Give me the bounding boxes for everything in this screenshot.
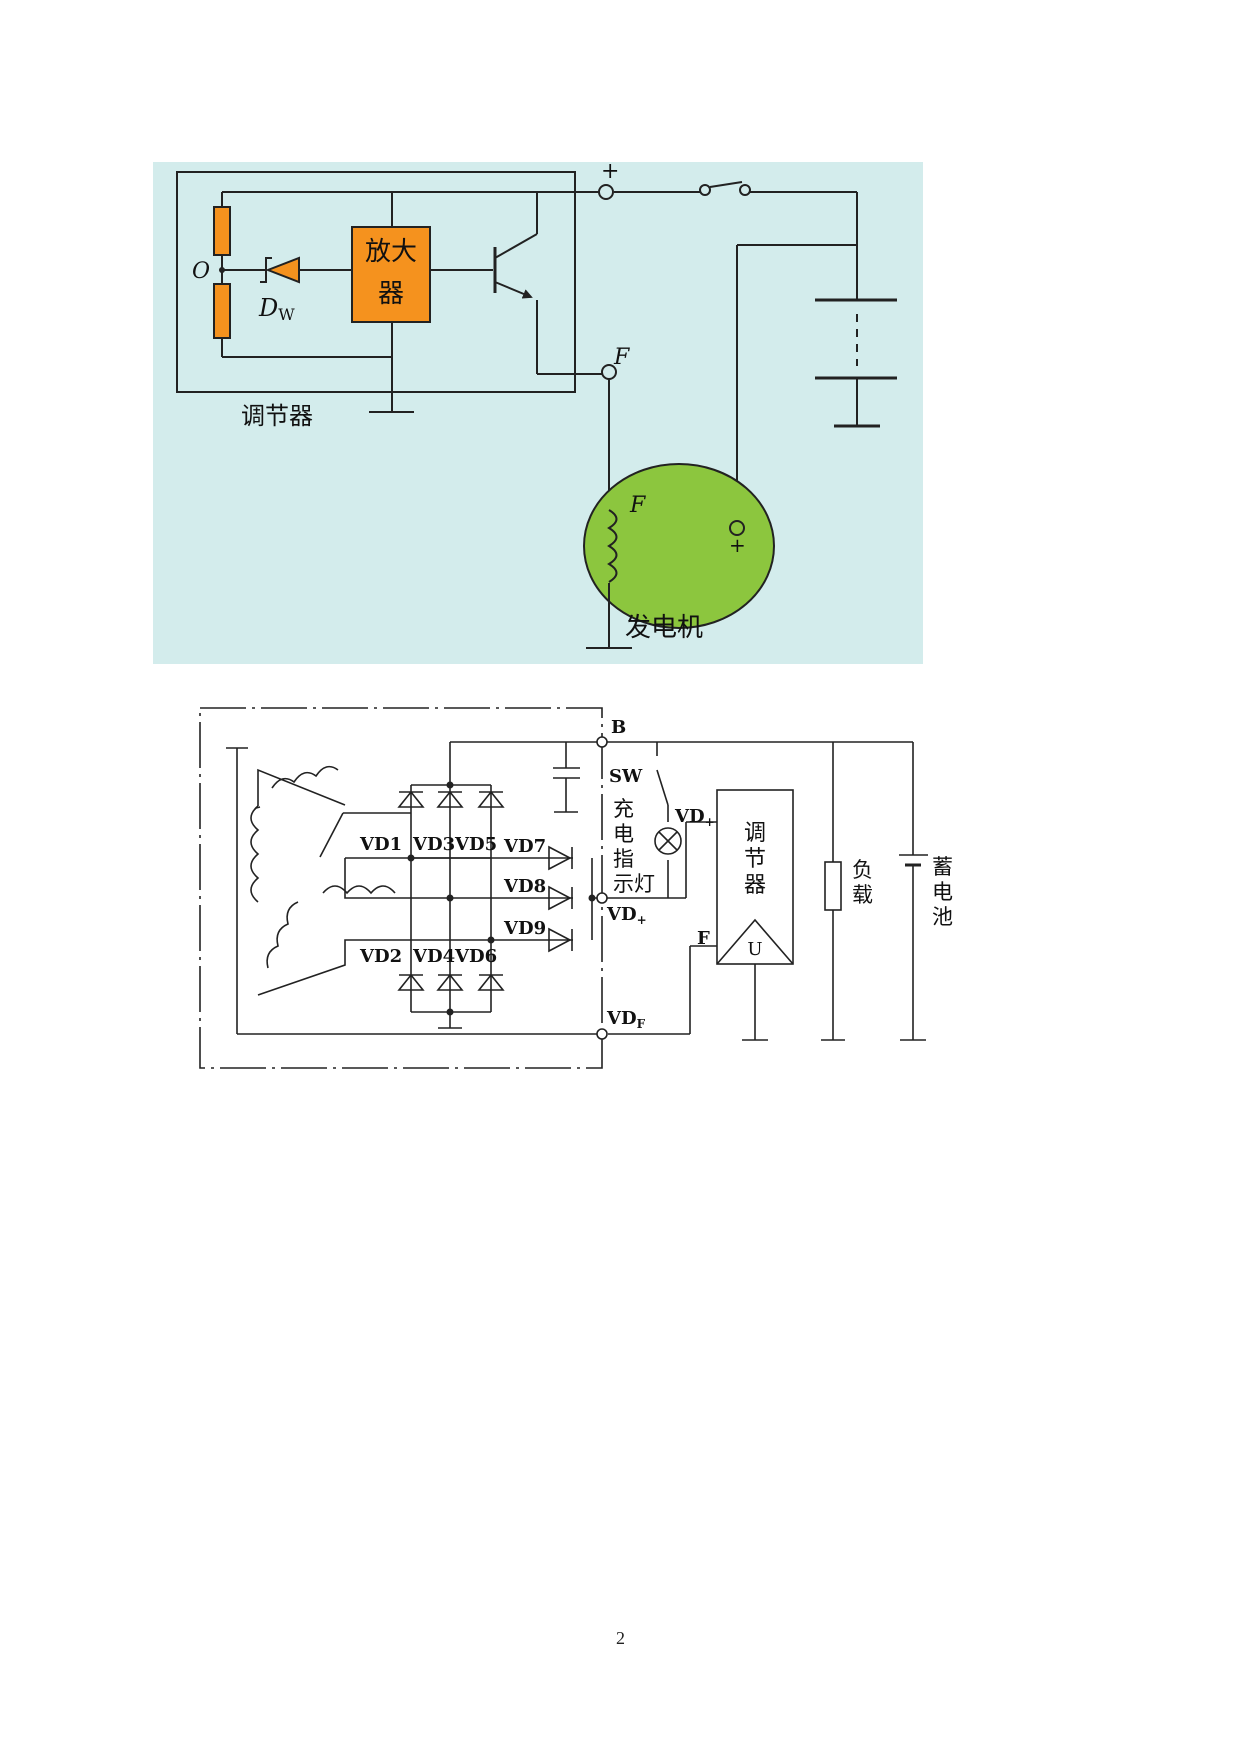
stator-coil-horizontal-icon (322, 885, 396, 895)
junction-dot (446, 781, 454, 789)
vd-f-sub: F (637, 1017, 646, 1031)
junction-dot (588, 894, 596, 902)
vd7-label: VD7 (503, 836, 546, 857)
lamp-label-c4: 示灯 (613, 872, 655, 896)
zener-label: DW (258, 294, 295, 324)
lamp-label-c2: 电 (613, 822, 634, 846)
diode-vd6-icon (477, 973, 505, 991)
stator-coil-vertical-icon (250, 805, 260, 903)
vd1-label: VD1 (359, 834, 402, 855)
stator-coil-upper-icon (271, 765, 339, 789)
lamp-label-c3: 指 (613, 847, 634, 871)
amplifier-block (351, 226, 431, 323)
load-resistor (824, 861, 842, 911)
battery-label-c2: 电 (932, 880, 953, 904)
diode-vd7-icon (548, 845, 573, 871)
vd-f-terminal (596, 1028, 608, 1040)
diode-vd5-icon (477, 790, 505, 808)
junction-dot (487, 936, 495, 944)
switch-contact-b (739, 184, 751, 196)
generator-body (583, 463, 775, 629)
generator-plus-label: + (729, 533, 746, 557)
vd5-label: VD5 (454, 834, 497, 855)
figure-1-regulator-circuit: + F O DW 放大 器 调节器 F + 发电机 (153, 159, 923, 664)
amplifier-label-line2: 器 (378, 279, 404, 309)
vd-plus-top-label: VD+ (674, 806, 715, 829)
divider-resistor-bottom (213, 283, 231, 339)
stator-coil-lower-icon (266, 901, 299, 969)
node-o-dot (219, 267, 225, 273)
vd4-label: VD4 (412, 946, 455, 967)
regulator-label-c1: 调 (744, 821, 766, 846)
diode-vd4-icon (436, 973, 464, 991)
regulator-label: 调节器 (241, 402, 313, 430)
battery-label-c3: 池 (932, 905, 953, 929)
switch-contact-a (699, 184, 711, 196)
vd-plus-terminal (596, 892, 608, 904)
regulator-u-label: U (747, 939, 762, 960)
vd-plus-mid-label: VD+ (606, 904, 647, 927)
figure-2-alternator-circuit: B SW 充 电 指 示灯 VD+ VD+ VDF 调 节 器 U F 负 载 … (199, 707, 953, 1069)
load-label-c1: 负 (852, 858, 873, 882)
vd-plus-top-sub: + (705, 815, 715, 829)
f-terminal-label-2: F (697, 928, 710, 949)
node-o-label: O (192, 259, 210, 284)
junction-dot (407, 854, 415, 862)
page-number: 2 (616, 1628, 625, 1648)
regulator-label-c3: 器 (744, 873, 766, 898)
plus-terminal-label: + (601, 159, 619, 184)
field-coil-icon (607, 509, 618, 583)
generator-label: 发电机 (625, 613, 703, 643)
vd-plus-mid-sub: + (637, 913, 647, 927)
load-label-c2: 载 (852, 883, 873, 907)
zener-diode-icon (260, 256, 300, 284)
charge-lamp-icon (654, 827, 682, 855)
vd6-label: VD6 (454, 946, 497, 967)
b-terminal-label: B (611, 717, 626, 738)
lamp-label-c1: 充 (613, 797, 634, 821)
b-terminal (596, 736, 608, 748)
diode-vd8-icon (548, 885, 573, 911)
field-coil-label: F (629, 493, 646, 518)
vd2-label: VD2 (359, 946, 402, 967)
regulator-enclosure (176, 171, 576, 393)
alternator-enclosure (199, 707, 603, 1069)
zener-label-sub: W (278, 305, 295, 324)
diode-vd1-icon (397, 790, 425, 808)
f-terminal (601, 364, 617, 380)
junction-dot (446, 894, 454, 902)
diode-vd2-icon (397, 973, 425, 991)
vd8-label: VD8 (503, 876, 546, 897)
plus-terminal (598, 184, 614, 200)
generator-plus-terminal (729, 520, 745, 536)
vd9-label: VD9 (503, 918, 546, 939)
diode-vd9-icon (548, 927, 573, 953)
junction-dot (446, 1008, 454, 1016)
regulator-label-c2: 节 (744, 847, 766, 872)
f-terminal-label: F (613, 345, 630, 370)
vd-f-label: VDF (606, 1008, 646, 1031)
vd3-label: VD3 (412, 834, 455, 855)
battery-label-c1: 蓄 (932, 855, 953, 879)
amplifier-label-line1: 放大 (365, 237, 417, 267)
sw-label: SW (609, 766, 643, 787)
divider-resistor-top (213, 206, 231, 256)
diode-vd3-icon (436, 790, 464, 808)
